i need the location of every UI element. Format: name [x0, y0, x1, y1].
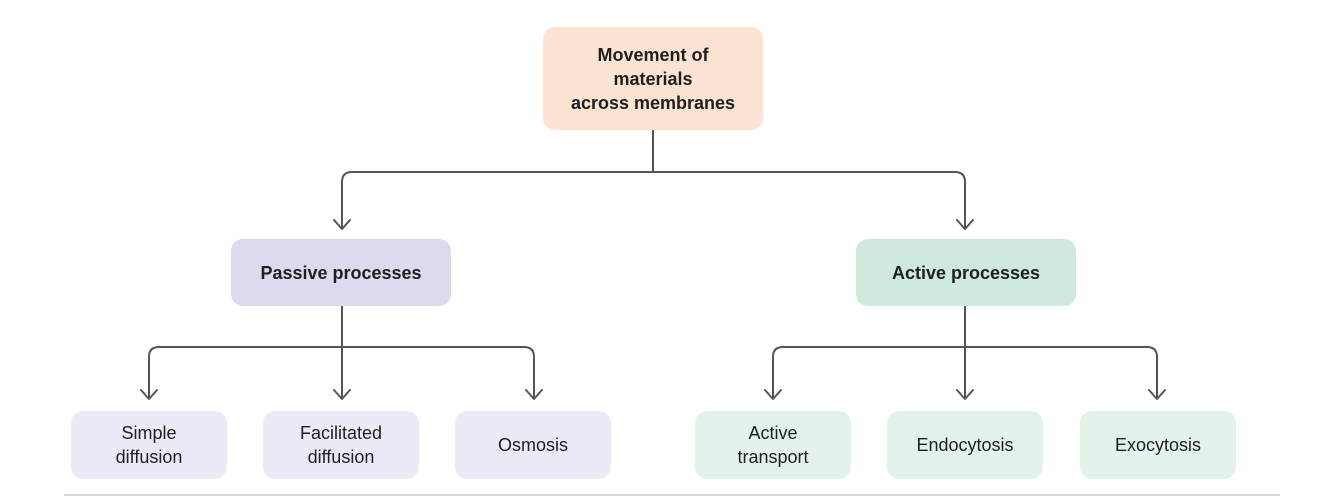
exocytosis-node: Exocytosis — [1080, 411, 1236, 479]
simple-diffusion-node: Simple diffusion — [71, 411, 227, 479]
connector-root-to-passive — [341, 171, 654, 229]
connector-root-to-active — [652, 171, 966, 229]
arrowhead-active-transport — [764, 389, 782, 400]
arrowhead-facilitated-diffusion — [333, 389, 351, 400]
osmosis-node: Osmosis — [455, 411, 611, 479]
facilitated-diffusion-label: Facilitated diffusion — [299, 423, 383, 467]
exocytosis-label: Exocytosis — [1114, 435, 1202, 455]
arrowhead-exocytosis — [1148, 389, 1166, 400]
active-processes-node: Active processes — [856, 239, 1076, 306]
arrowhead-passive — [333, 219, 351, 230]
facilitated-diffusion-node: Facilitated diffusion — [263, 411, 419, 479]
endocytosis-label: Endocytosis — [916, 435, 1014, 455]
root-node-label: Movement of materials across membranes — [570, 44, 736, 113]
bottom-divider — [64, 494, 1280, 496]
arrowhead-endocytosis — [956, 389, 974, 400]
arrowhead-simple-diffusion — [140, 389, 158, 400]
simple-diffusion-label: Simple diffusion — [115, 423, 183, 467]
connector-passive-to-simple-diffusion — [148, 346, 343, 399]
arrowhead-osmosis — [525, 389, 543, 400]
osmosis-label: Osmosis — [497, 435, 568, 455]
connector-active-to-exocytosis — [964, 346, 1158, 399]
arrowhead-active — [956, 219, 974, 230]
active-transport-label: Active transport — [737, 423, 809, 467]
endocytosis-node: Endocytosis — [887, 411, 1043, 479]
root-node: Movement of materials across membranes — [543, 27, 763, 130]
active-processes-label: Active processes — [891, 262, 1041, 283]
passive-processes-label: Passive processes — [260, 262, 422, 283]
connector-passive-to-osmosis — [341, 346, 535, 399]
passive-processes-node: Passive processes — [231, 239, 451, 306]
active-transport-node: Active transport — [695, 411, 851, 479]
connector-active-to-active-transport — [772, 346, 966, 399]
